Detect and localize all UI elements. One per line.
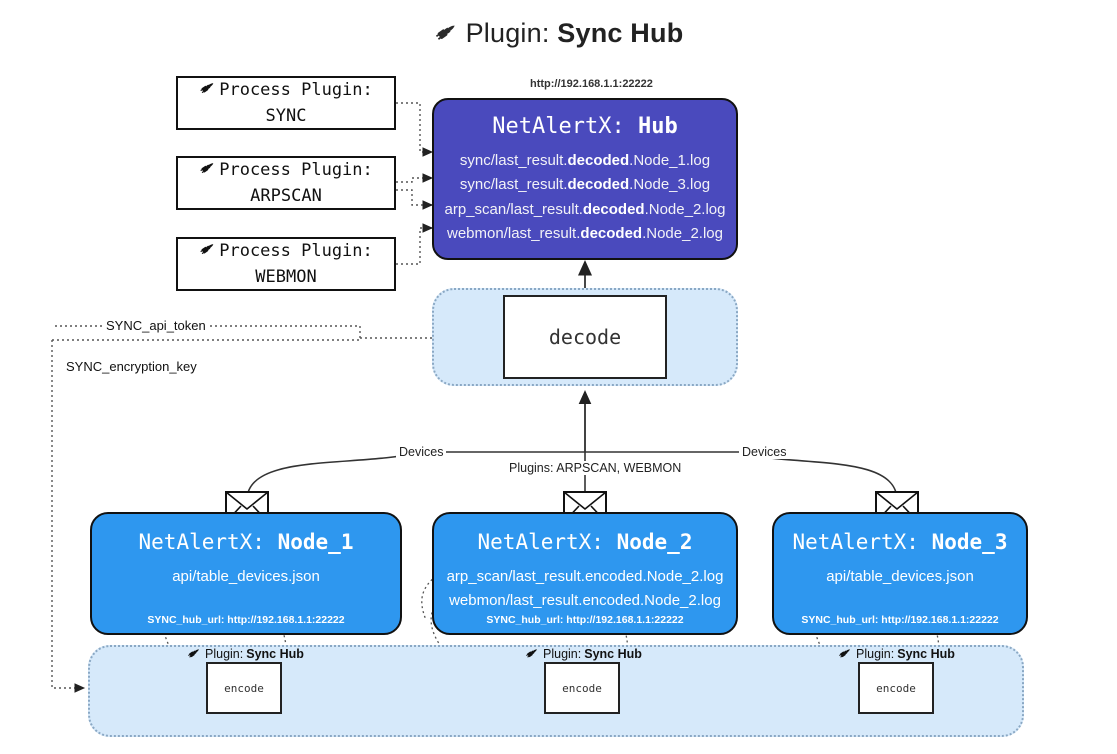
encode-box-3[interactable]: encode: [858, 662, 934, 714]
encode-box-2[interactable]: encode: [544, 662, 620, 714]
plug-icon: [434, 18, 460, 51]
node-hub-url: SYNC_hub_url: http://192.168.1.1:22222: [486, 614, 684, 626]
encode-label: encode: [876, 681, 916, 695]
hub-log-row: sync/last_result.decoded.Node_1.log: [459, 152, 711, 169]
process-plugin-arpscan[interactable]: Process Plugin: ARPSCAN: [176, 156, 396, 210]
edge-label-devices-left: Devices: [396, 445, 447, 459]
plug-icon: [199, 78, 217, 104]
plug-icon: [838, 645, 853, 663]
hub-log-row: arp_scan/last_result.decoded.Node_2.log: [444, 200, 726, 218]
node-title: NetAlertX: Node_2: [477, 530, 693, 554]
node-line: api/table_devices.json: [172, 568, 320, 585]
hub-log-row: sync/last_result.decoded.Node_3.log: [459, 176, 711, 194]
encoder-plugin-label-2: Plugin:Sync Hub: [525, 645, 642, 663]
process-plugin-webmon[interactable]: Process Plugin: WEBMON: [176, 237, 396, 291]
process-plugin-label: Process Plugin:: [219, 80, 373, 101]
setting-api-token: SYNC_api_token: [103, 318, 209, 333]
process-plugin-sync[interactable]: Process Plugin: SYNC: [176, 76, 396, 130]
process-plugin-name: ARPSCAN: [250, 185, 322, 206]
plug-icon: [199, 158, 217, 184]
page-title-name: Sync Hub: [557, 18, 684, 48]
node-line: arp_scan/last_result.encoded.Node_2.log: [446, 568, 724, 585]
decode-label: decode: [548, 325, 622, 349]
page-title-label: Plugin:: [465, 18, 550, 48]
encoder-plugin-label-3: Plugin:Sync Hub: [838, 645, 955, 663]
encode-label: encode: [224, 681, 264, 695]
process-plugin-name: WEBMON: [255, 266, 317, 287]
hub-title: NetAlertX: Hub: [492, 114, 678, 139]
edge-label-devices-right: Devices: [739, 445, 790, 459]
plug-icon: [525, 645, 540, 663]
encoder-plugin-label-1: Plugin:Sync Hub: [187, 645, 304, 663]
process-plugin-label: Process Plugin:: [219, 241, 373, 262]
node-3[interactable]: NetAlertX: Node_3 api/table_devices.json…: [772, 512, 1028, 635]
setting-encryption-key: SYNC_encryption_key: [63, 359, 200, 374]
page-title: Plugin: Sync Hub: [0, 18, 1117, 51]
hub-log-row: webmon/last_result.decoded.Node_2.log: [447, 224, 723, 242]
encode-box-1[interactable]: encode: [206, 662, 282, 714]
process-plugin-name: SYNC: [265, 105, 307, 126]
node-hub-url: SYNC_hub_url: http://192.168.1.1:22222: [801, 614, 999, 626]
node-hub-url: SYNC_hub_url: http://192.168.1.1:22222: [147, 614, 345, 626]
plug-icon: [187, 645, 202, 663]
process-plugin-label: Process Plugin:: [219, 160, 373, 181]
node-line: webmon/last_result.encoded.Node_2.log: [449, 592, 721, 609]
node-1[interactable]: NetAlertX: Node_1 api/table_devices.json…: [90, 512, 402, 635]
node-title: NetAlertX: Node_3: [792, 530, 1008, 554]
node-line: api/table_devices.json: [826, 568, 974, 585]
hub-url: http://192.168.1.1:22222: [530, 78, 653, 90]
edge-label-plugins-center: Plugins: ARPSCAN, WEBMON: [506, 461, 685, 475]
plug-icon: [199, 239, 217, 265]
encode-label: encode: [562, 681, 602, 695]
node-2[interactable]: NetAlertX: Node_2 arp_scan/last_result.e…: [432, 512, 738, 635]
hub-node[interactable]: NetAlertX: Hub sync/last_result.decoded.…: [432, 98, 738, 260]
decode-box[interactable]: decode: [503, 295, 667, 379]
node-title: NetAlertX: Node_1: [138, 530, 354, 554]
